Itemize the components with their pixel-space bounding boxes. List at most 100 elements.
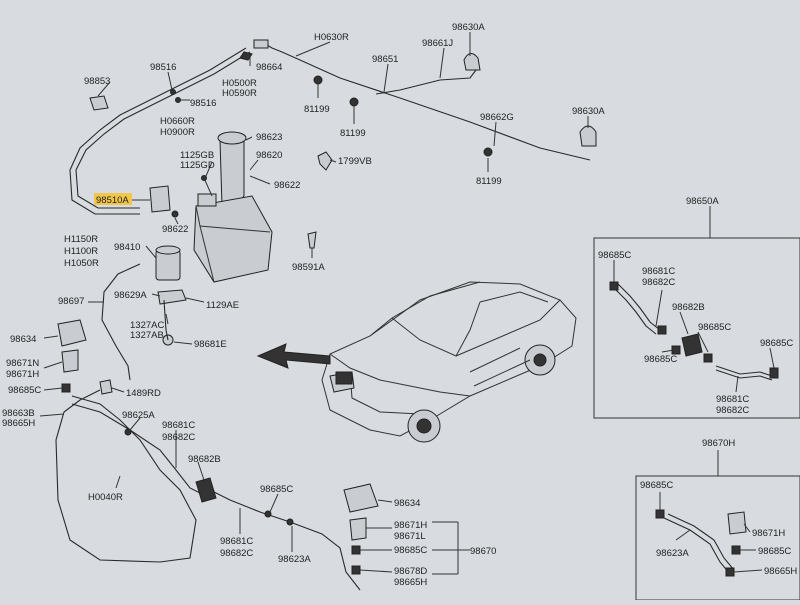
label-98665h: 98665H	[394, 577, 427, 588]
label-98681c: 98681C	[642, 266, 675, 277]
car-illustration	[321, 281, 577, 443]
label-98630a: 98630A	[452, 22, 485, 33]
label-1125gb: 1125GB	[180, 150, 214, 161]
label-98671n: 98671N	[6, 358, 39, 369]
level-sensor-98510a	[149, 185, 171, 213]
label-98629a: 98629A	[114, 290, 147, 301]
bolt-81199a	[313, 75, 323, 85]
clip-98664	[239, 51, 253, 61]
label-98661j: 98661J	[422, 38, 453, 49]
label-98516: 98516	[190, 98, 216, 109]
clip-1799vb	[317, 151, 333, 171]
label-98623a: 98623A	[656, 548, 689, 559]
label-h0630r: H0630R	[314, 32, 349, 43]
hose-clip	[253, 39, 269, 49]
label-98697: 98697	[58, 296, 84, 307]
washer-reservoir-98620	[193, 195, 273, 283]
clip-98685c-left	[61, 383, 71, 393]
label-98685c: 98685C	[760, 338, 793, 349]
label-98663b: 98663B	[2, 408, 35, 419]
label-98622: 98622	[162, 224, 188, 235]
reservoir-cap	[197, 193, 217, 207]
label-h1050r: H1050R	[64, 258, 99, 269]
label-h1150r: H1150R	[64, 234, 98, 245]
check-valve-98682b-left	[195, 477, 217, 503]
nozzle-98630a-top	[463, 53, 481, 71]
label-98685c: 98685C	[394, 545, 427, 556]
label-h0500r: H0500R	[222, 78, 257, 89]
label-81199: 81199	[304, 104, 330, 115]
label-98671h: 98671H	[752, 528, 785, 539]
label-98685c: 98685C	[260, 484, 293, 495]
label-98591a: 98591A	[292, 262, 325, 273]
label-98681c: 98681C	[162, 420, 195, 431]
label-98671l: 98671L	[394, 531, 426, 542]
label-1327ac: 1327AC	[130, 320, 164, 331]
label-98685c: 98685C	[698, 322, 731, 333]
reservoir-filler-neck	[219, 139, 245, 207]
label-98622: 98622	[274, 180, 300, 191]
label-98681c: 98681C	[220, 536, 253, 547]
label-98665h: 98665H	[2, 418, 35, 429]
bolt-98591a	[307, 231, 317, 249]
label-81199: 81199	[476, 176, 502, 187]
label-98670h: 98670H	[702, 438, 735, 449]
highlight-98510a	[94, 193, 132, 205]
label-98681e: 98681E	[194, 339, 227, 350]
label-1327ab: 1327AB	[130, 330, 164, 341]
label-h0900r: H0900R	[160, 127, 195, 138]
label-h1100r: H1100R	[64, 246, 98, 257]
label-98665h: 98665H	[764, 566, 797, 577]
bracket-98853	[89, 95, 109, 111]
label-98682c: 98682C	[220, 548, 253, 559]
check-valve-98682b-panel	[681, 333, 703, 357]
pointer-arrow	[256, 343, 331, 369]
label-h0040r: H0040R	[88, 492, 123, 503]
label-98650a: 98650A	[686, 196, 719, 207]
bolt-81199c	[483, 147, 493, 157]
label-98681c: 98681C	[716, 394, 749, 405]
nozzle-body-98634-bottom	[343, 483, 379, 513]
label-98685c: 98685C	[598, 250, 631, 261]
nozzle-98630a-right	[579, 125, 597, 147]
label-98682b: 98682B	[188, 454, 221, 465]
label-h0660r: H0660R	[160, 116, 195, 127]
nozzle-98671-left	[61, 349, 79, 373]
label-98651: 98651	[372, 54, 398, 65]
nozzle-body-98634-left	[57, 319, 87, 347]
label-98671h: 98671H	[6, 369, 39, 380]
label-98625a: 98625A	[122, 410, 155, 421]
label-h0590r: H0590R	[222, 88, 257, 99]
label-98410: 98410	[114, 242, 140, 253]
label-98685c: 98685C	[640, 480, 673, 491]
label-98685c: 98685C	[8, 385, 41, 396]
label-98623: 98623	[256, 132, 282, 143]
label-98620: 98620	[256, 150, 282, 161]
nozzle-98671-bottom	[349, 517, 367, 541]
label-98670: 98670	[470, 546, 496, 557]
label-98510a: 98510A	[96, 195, 129, 206]
label-98623a: 98623A	[278, 554, 311, 565]
label-98682c: 98682C	[642, 277, 675, 288]
label-81199: 81199	[340, 128, 366, 139]
nozzle-98671h-panel	[727, 511, 747, 535]
detail-panel-98650a	[593, 237, 800, 419]
label-98853: 98853	[84, 76, 110, 87]
label-98682c: 98682C	[716, 405, 749, 416]
label-98671h: 98671H	[394, 520, 427, 531]
label-98685c: 98685C	[644, 354, 677, 365]
label-98662g: 98662G	[480, 112, 514, 123]
label-1125gd: 1125GD	[180, 160, 215, 171]
label-98634: 98634	[394, 498, 420, 509]
label-98634: 98634	[10, 334, 36, 345]
label-1799vb: 1799VB	[338, 156, 372, 167]
clip-1489rd	[99, 379, 113, 395]
label-1489rd: 1489RD	[126, 388, 161, 399]
label-98678d: 98678D	[394, 566, 427, 577]
bolt-81199b	[349, 97, 359, 107]
leader-lines	[39, 32, 775, 575]
label-1129ae: 1129AE	[206, 300, 239, 311]
label-98682b: 98682B	[672, 302, 705, 313]
